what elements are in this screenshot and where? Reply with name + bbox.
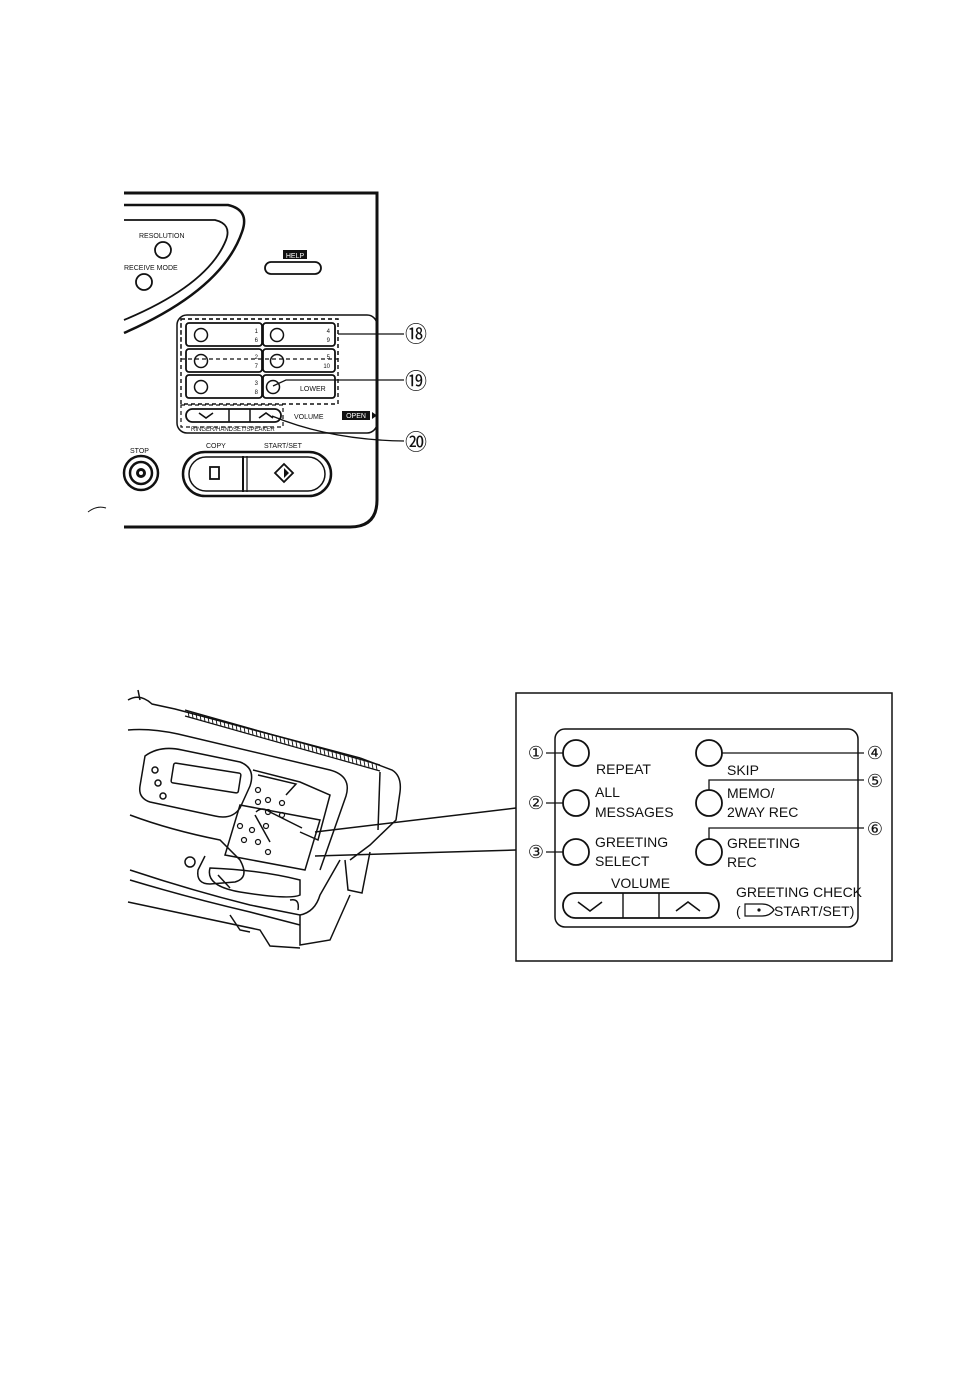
volume-rocker[interactable] [186,409,281,422]
greeting-check-label: GREETING CHECK [736,884,863,900]
vent-slot [316,747,317,753]
svg-text:2: 2 [255,355,259,361]
vent-slot [300,743,301,749]
copy-icon [210,467,219,479]
all-label: ALL [595,784,620,800]
skip-button[interactable] [696,740,722,766]
resolution-button[interactable] [155,242,171,258]
callout-1: ① [528,743,544,764]
vent-slot [340,754,341,760]
control-panel-illustration: RESOLUTION RECEIVE MODE HELP 1 6 4 9 [88,193,427,527]
messages-label: MESSAGES [595,804,674,820]
resolution-label: RESOLUTION [139,233,185,240]
svg-text:1: 1 [255,329,259,335]
svg-text:7: 7 [255,364,259,370]
station-button-2[interactable]: 2 7 [186,349,262,372]
memo-label: MEMO/ [727,785,775,801]
station-button-5[interactable]: 5 10 [263,349,335,372]
2way-rec-label: 2WAY REC [727,804,798,820]
greeting-check-paren: ( [736,903,741,919]
all-messages-button[interactable] [563,790,589,816]
vent-slot [308,745,309,751]
receive-mode-label: RECEIVE MODE [124,265,178,272]
callout-18: ⑱ [405,323,427,348]
vent-slot [324,749,325,755]
volume-label: VOLUME [294,414,324,421]
lower-label: LOWER [300,386,326,393]
repeat-button[interactable] [563,740,589,766]
memo-2way-rec-button[interactable] [696,790,722,816]
chevron-down-icon[interactable] [199,413,213,418]
help-label: HELP [286,253,305,260]
vent-slot [276,736,277,742]
callout-6: ⑥ [867,819,883,840]
svg-text:4: 4 [327,329,331,335]
callout-19: ⑲ [405,370,427,395]
lower-button[interactable]: LOWER [263,375,335,398]
station-button-3[interactable]: 3 8 [186,375,262,398]
svg-text:8: 8 [255,390,259,396]
vent-slot [280,737,281,743]
vent-slot [348,756,349,762]
callout-2: ② [528,793,544,814]
skip-label: SKIP [727,762,759,778]
svg-text:10: 10 [323,364,330,370]
chevron-down-icon[interactable] [578,902,602,911]
greeting-rec-label-2: REC [727,854,757,870]
greeting-check-start-set: START/SET) [774,903,854,919]
chevron-up-icon[interactable] [259,413,273,418]
ringer-label: RINGER/HANDSET/SPEAKER [191,427,275,433]
callout-20: ⑳ [405,431,427,456]
vent-slot [372,763,373,769]
vent-slot [304,744,305,750]
callout-4: ④ [867,743,883,764]
volume-rocker-bottom[interactable] [563,893,719,918]
stop-label: STOP [130,448,149,455]
select-label: SELECT [595,853,650,869]
vent-slot [332,752,333,758]
copy-start-button[interactable] [183,452,331,496]
station-button-4[interactable]: 4 9 [263,323,335,346]
svg-text:9: 9 [327,338,331,344]
volume-label-bottom: VOLUME [611,875,670,891]
open-label: OPEN [346,413,366,420]
vent-slot [352,757,353,763]
callout-3: ③ [528,842,544,863]
svg-text:6: 6 [255,338,259,344]
greeting-rec-label-1: GREETING [727,835,800,851]
vent-slot [288,739,289,745]
svg-text:3: 3 [255,381,259,387]
vent-slot [356,758,357,764]
vent-slot [364,761,365,767]
stop-button[interactable] [124,456,158,490]
vent-slot [344,755,345,761]
station-button-1[interactable]: 1 6 [186,323,262,346]
vent-slot [296,742,297,748]
vent-slot [292,740,293,746]
greeting-label: GREETING [595,834,668,850]
fax-machine-illustration [128,690,516,948]
vent-slot [328,751,329,757]
vent-slot [320,748,321,754]
help-button[interactable] [265,262,321,274]
zoom-panel: REPEAT ALL MESSAGES GREETING SELECT SKIP… [516,693,892,961]
greeting-select-button[interactable] [563,839,589,865]
repeat-label: REPEAT [596,761,651,777]
receive-mode-button[interactable] [136,274,152,290]
copy-label: COPY [206,443,226,450]
vent-slot [360,760,361,766]
vent-slot [336,753,337,759]
vent-slot [368,762,369,768]
svg-text:5: 5 [327,355,331,361]
vent-slot [284,738,285,744]
greeting-rec-button[interactable] [696,839,722,865]
vent-slot [312,746,313,752]
start-set-label: START/SET [264,443,303,450]
callout-5: ⑤ [867,771,883,792]
chevron-up-icon[interactable] [676,902,700,911]
